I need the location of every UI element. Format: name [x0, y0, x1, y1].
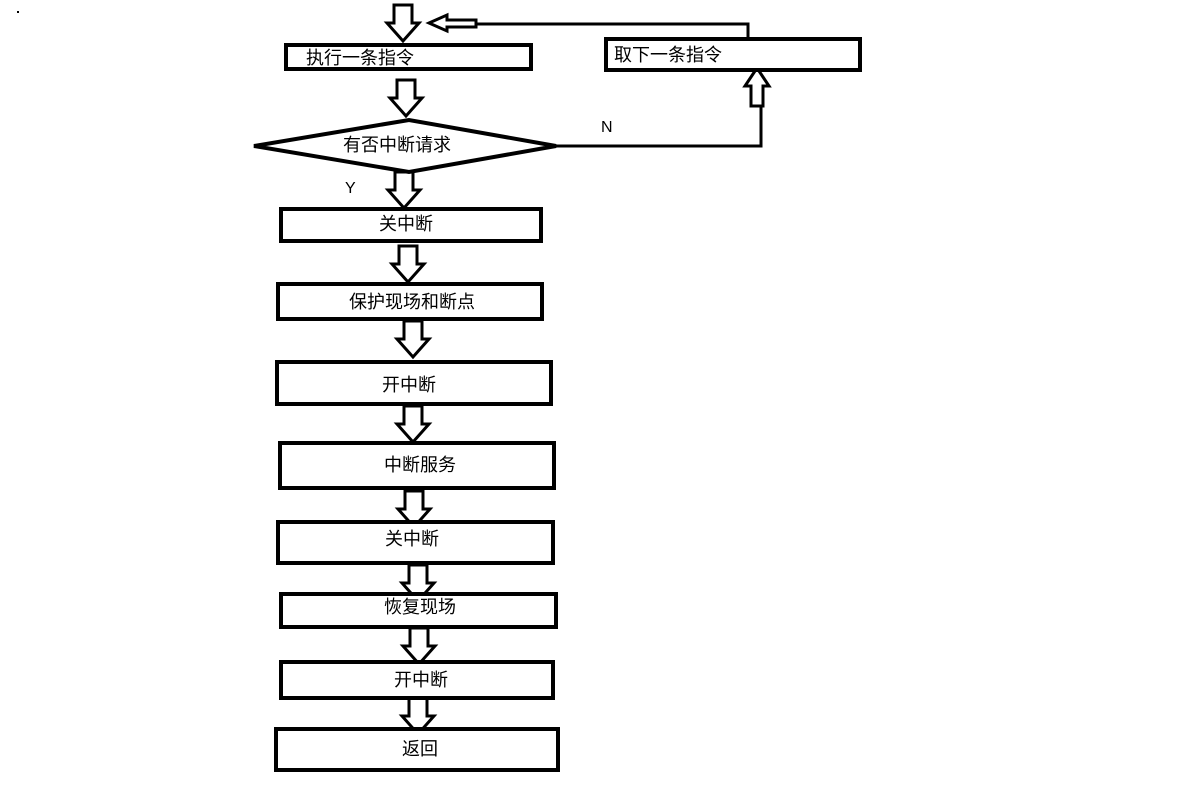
label-exec-instruction: 执行一条指令 [306, 48, 414, 69]
edge-label-no: N [601, 119, 613, 136]
box-open-interrupt-1 [275, 360, 553, 406]
label-interrupt-service: 中断服务 [384, 455, 456, 476]
label-close-interrupt-2: 关中断 [385, 529, 439, 550]
arrow-save-to-open [395, 319, 431, 359]
stray-dot [17, 11, 19, 13]
box-restore-context [279, 592, 558, 629]
arrow-left-to-entry [425, 12, 478, 34]
arrow-entry [385, 3, 421, 43]
box-interrupt-service [278, 441, 556, 490]
decision-interrupt-request [253, 117, 557, 175]
box-return [274, 727, 560, 772]
label-close-interrupt-1: 关中断 [379, 214, 433, 235]
connector-no-branch [555, 104, 763, 148]
connector-loop-back [452, 22, 750, 37]
label-open-interrupt-2: 开中断 [394, 670, 448, 691]
box-fetch-next [604, 37, 862, 72]
edge-label-yes: Y [345, 180, 356, 197]
arrow-close-to-save [390, 244, 426, 284]
box-close-interrupt-1 [279, 207, 543, 243]
label-return: 返回 [402, 739, 438, 760]
box-close-interrupt-2 [276, 520, 555, 565]
label-decision: 有否中断请求 [343, 135, 451, 156]
box-exec-instruction [284, 43, 533, 71]
label-restore-context: 恢复现场 [384, 597, 456, 618]
label-fetch-next: 取下一条指令 [614, 45, 722, 66]
label-open-interrupt-1: 开中断 [382, 375, 436, 396]
arrow-restore-to-open [401, 626, 437, 666]
arrow-up-to-fetch [742, 65, 772, 108]
label-save-context: 保护现场和断点 [349, 292, 475, 313]
box-save-context [276, 282, 544, 321]
arrow-decision-to-close [386, 170, 422, 210]
arrow-open-to-service [395, 404, 431, 444]
box-open-interrupt-2 [279, 660, 555, 700]
arrow-exec-to-decision [388, 78, 424, 118]
